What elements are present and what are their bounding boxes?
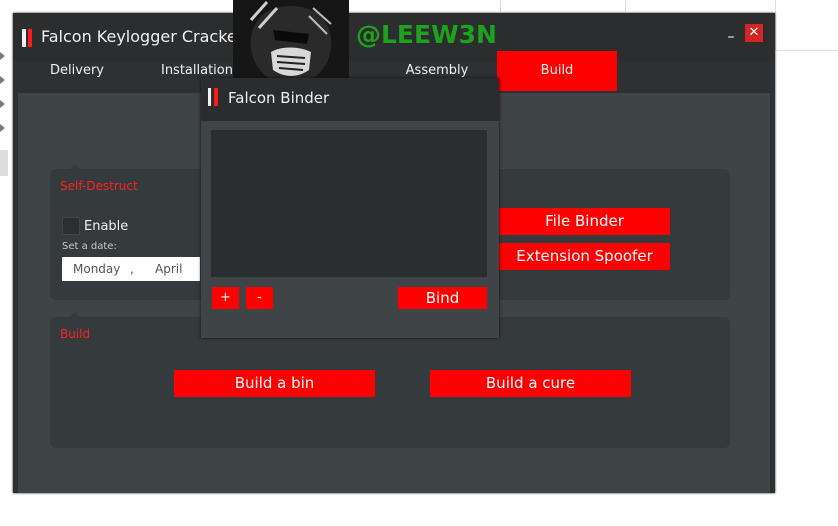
binder-file-list[interactable]: [211, 130, 487, 277]
file-binder-button[interactable]: File Binder: [499, 208, 670, 235]
background-panel: [0, 150, 8, 176]
self-destruct-title: Self-Destruct: [60, 179, 138, 193]
date-month: April: [155, 262, 183, 276]
set-date-label: Set a date:: [62, 241, 117, 252]
binder-body: + - Bind: [201, 121, 499, 338]
binder-logo-icon: [208, 88, 220, 106]
enable-label: Enable: [84, 219, 129, 234]
tree-arrow-icon: [0, 124, 5, 132]
background-divider: [500, 0, 501, 12]
background-divider: [625, 0, 626, 12]
tree-arrow-icon: [0, 100, 5, 108]
group-notch: [70, 312, 80, 317]
avatar-image: [233, 0, 349, 87]
build-group-title: Build: [60, 327, 91, 341]
binder-title: Falcon Binder: [228, 89, 330, 107]
background-divider: [775, 0, 776, 50]
build-cure-button[interactable]: Build a cure: [430, 370, 631, 397]
title-bar: Falcon Keylogger Cracked B – ✕: [13, 13, 775, 61]
remove-file-button[interactable]: -: [246, 287, 273, 309]
window-title: Falcon Keylogger Cracked B: [41, 27, 263, 46]
background-divider: [775, 50, 838, 51]
enable-checkbox[interactable]: [62, 217, 80, 235]
binder-title-bar[interactable]: Falcon Binder: [201, 78, 499, 121]
tree-arrow-icon: [0, 76, 5, 84]
close-button[interactable]: ✕: [745, 24, 763, 42]
tab-assembly[interactable]: Assembly: [405, 63, 469, 78]
masked-face-graphic: [233, 0, 349, 87]
date-separator: ,: [130, 262, 134, 276]
binder-dialog: Falcon Binder + - Bind: [201, 78, 499, 338]
app-logo-icon: [22, 29, 34, 47]
build-bin-button[interactable]: Build a bin: [174, 370, 375, 397]
tree-arrow-icon: [0, 52, 5, 60]
extension-spoofer-button[interactable]: Extension Spoofer: [499, 243, 670, 270]
date-weekday: Monday: [73, 262, 121, 276]
minimize-button[interactable]: –: [727, 29, 735, 45]
date-picker[interactable]: Monday , April: [62, 257, 200, 281]
tab-build[interactable]: Build: [497, 51, 617, 91]
group-notch: [70, 164, 80, 169]
add-file-button[interactable]: +: [212, 287, 239, 309]
tab-delivery[interactable]: Delivery: [50, 63, 104, 78]
tab-bar: Delivery Installation Assembly Build: [13, 51, 775, 91]
watermark-text: @LEEW3N: [356, 20, 497, 49]
bind-button[interactable]: Bind: [398, 287, 487, 309]
tab-installation[interactable]: Installation: [160, 63, 233, 78]
